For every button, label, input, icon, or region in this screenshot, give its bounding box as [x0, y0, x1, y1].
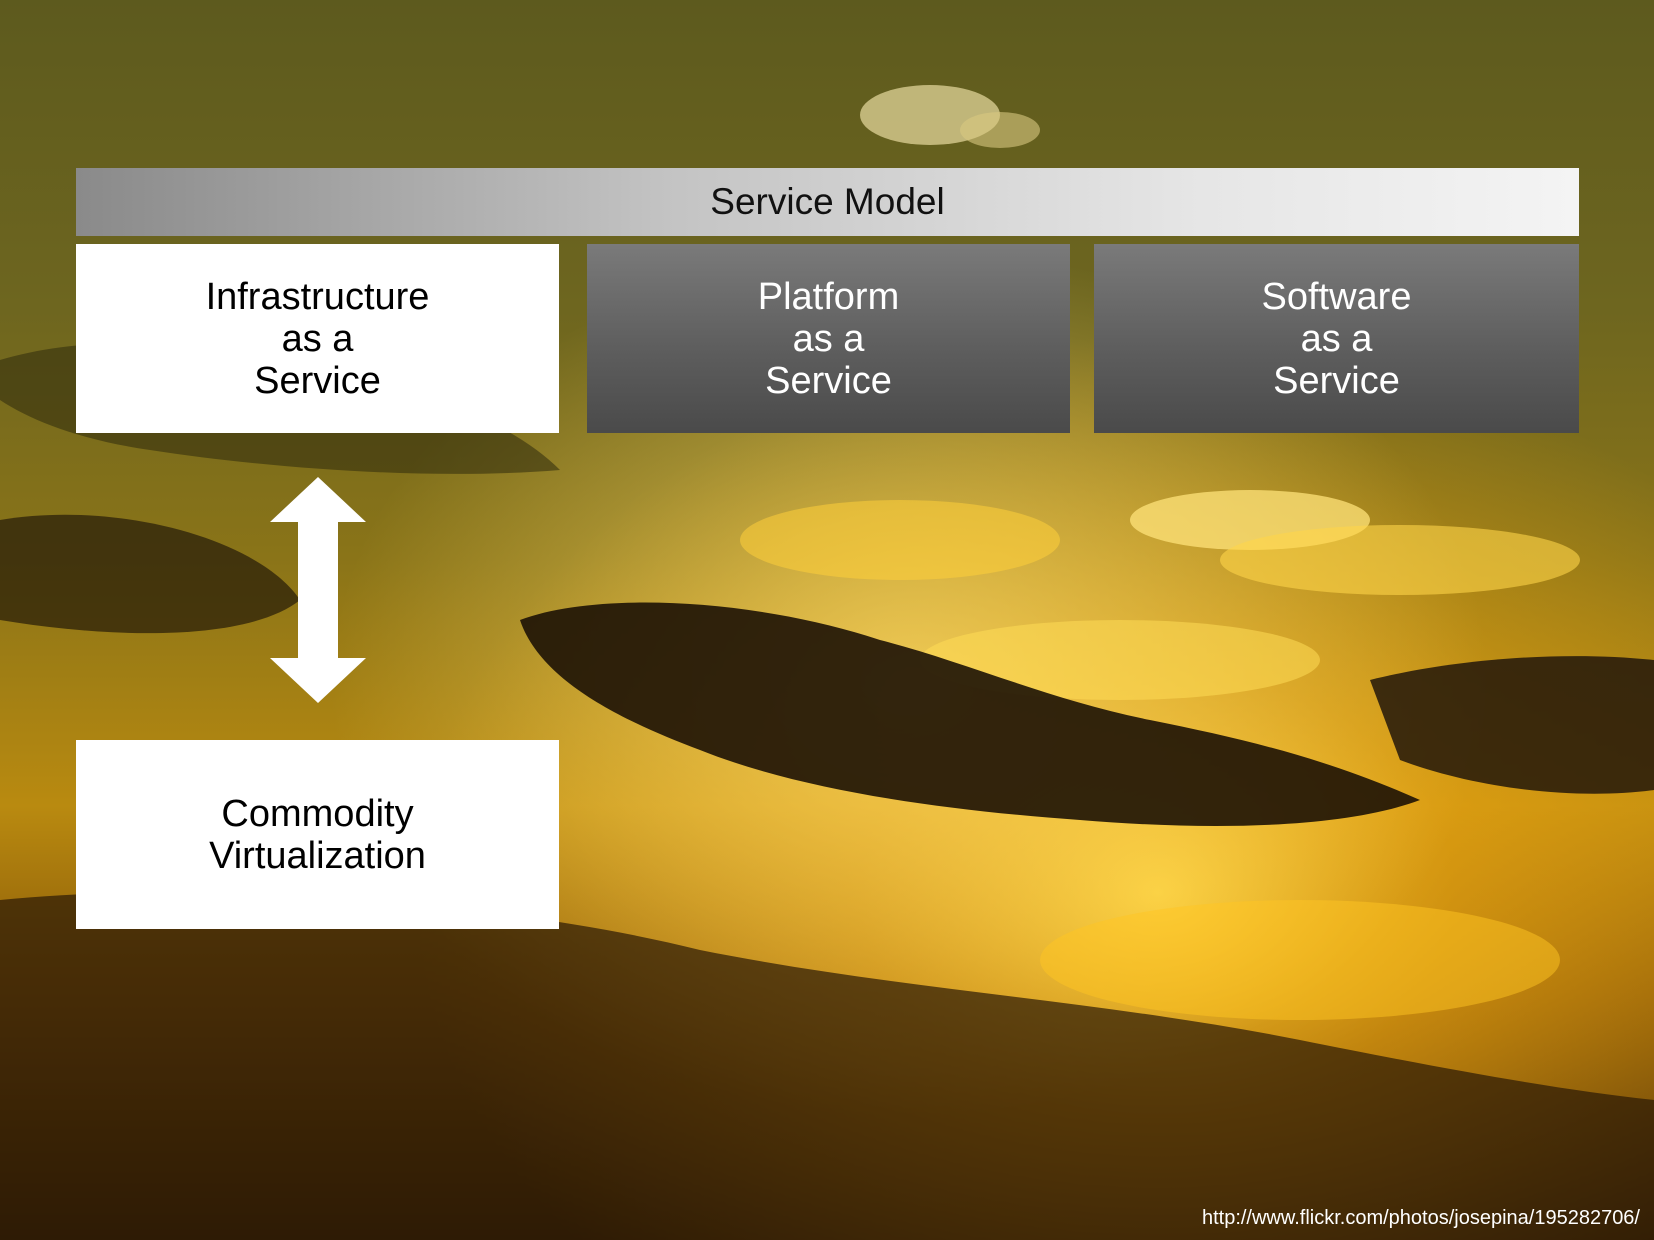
saas-line-3: Service — [1273, 359, 1400, 402]
iaas-line-2: as a — [281, 317, 354, 360]
service-model-title: Service Model — [710, 181, 945, 222]
iaas-box: Infrastructure as a Service — [76, 244, 559, 433]
saas-box: Software as a Service — [1094, 244, 1579, 433]
paas-line-2: as a — [792, 317, 865, 360]
double-headed-vertical-arrow-icon — [270, 477, 366, 703]
commodity-virtualization-box: Commodity Virtualization — [76, 740, 559, 929]
saas-line-2: as a — [1300, 317, 1373, 360]
iaas-line-3: Service — [254, 359, 381, 402]
iaas-line-1: Infrastructure — [205, 275, 430, 318]
service-model-header: Service Model — [76, 168, 1579, 236]
paas-line-1: Platform — [757, 275, 900, 318]
saas-line-1: Software — [1261, 275, 1412, 318]
photo-credit-url: http://www.flickr.com/photos/josepina/19… — [1201, 1207, 1640, 1229]
paas-line-3: Service — [765, 359, 892, 402]
commodity-line-1: Commodity — [221, 792, 414, 835]
paas-box: Platform as a Service — [587, 244, 1070, 433]
commodity-line-2: Virtualization — [209, 834, 426, 877]
